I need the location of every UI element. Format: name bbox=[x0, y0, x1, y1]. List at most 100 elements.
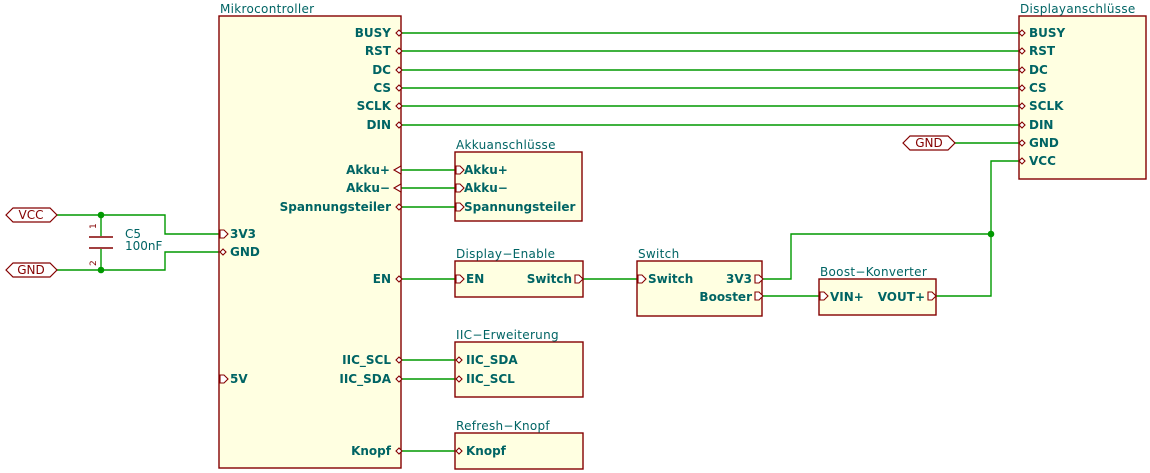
pin-marker bbox=[455, 202, 465, 212]
block-akkuanschluesse-body bbox=[454, 151, 583, 222]
pin-sclk: SCLK bbox=[357, 99, 392, 113]
pin-marker bbox=[392, 165, 402, 175]
pin-marker bbox=[1018, 29, 1026, 37]
akku-pin-plus: Akku+ bbox=[464, 163, 508, 177]
block-mikrocontroller: Mikrocontroller BUSY RST DC CS SCLK DIN … bbox=[218, 2, 403, 469]
power-flag-gnd-display: GND bbox=[902, 135, 956, 151]
pin-marker bbox=[1018, 121, 1026, 129]
capacitor-c5: 1 2 C5 100nF bbox=[89, 223, 163, 266]
block-switch-title: Switch bbox=[638, 247, 679, 261]
block-refresh-knopf-body bbox=[454, 432, 584, 470]
wire-display-vcc bbox=[936, 160, 1019, 297]
pin-din: DIN bbox=[367, 118, 391, 132]
pin-marker bbox=[395, 447, 403, 455]
block-mikrocontroller-body bbox=[218, 15, 402, 469]
pin-marker bbox=[455, 375, 463, 383]
pin-rst: RST bbox=[365, 44, 392, 58]
junction-dot bbox=[97, 266, 105, 274]
block-akkuanschluesse-title: Akkuanschlüsse bbox=[456, 138, 556, 152]
pin-marker bbox=[395, 84, 403, 92]
wires bbox=[57, 32, 1019, 452]
capacitor-ref: C5 bbox=[125, 227, 141, 241]
block-mikrocontroller-title: Mikrocontroller bbox=[220, 2, 314, 16]
pin-marker bbox=[395, 121, 403, 129]
pin-marker bbox=[754, 274, 764, 284]
capacitor-value: 100nF bbox=[125, 239, 163, 253]
pin-marker bbox=[455, 447, 463, 455]
block-displayanschluesse-body bbox=[1018, 15, 1147, 180]
block-displayanschluesse: Displayanschlüsse BUSY RST DC CS SCLK DI… bbox=[1018, 2, 1147, 180]
block-switch: Switch Switch 3V3 Booster bbox=[636, 247, 764, 317]
display-pin-cs: CS bbox=[1029, 81, 1047, 95]
power-flag-gnd-display-label: GND bbox=[915, 136, 943, 150]
pin-marker bbox=[455, 356, 463, 364]
pin-marker bbox=[395, 375, 403, 383]
akku-pin-minus: Akku− bbox=[464, 181, 508, 195]
pin-marker bbox=[1018, 84, 1026, 92]
pin-cs: CS bbox=[373, 81, 391, 95]
pin-marker bbox=[395, 66, 403, 74]
display-enable-pin-en: EN bbox=[466, 272, 484, 286]
pin-akku-minus: Akku− bbox=[346, 181, 390, 195]
display-enable-pin-switch: Switch bbox=[527, 272, 572, 286]
block-display-enable-body bbox=[454, 260, 584, 298]
pin-en: EN bbox=[373, 272, 391, 286]
pin-akku-plus: Akku+ bbox=[346, 163, 390, 177]
block-iic-erweiterung: IIC−Erweiterung IIC_SDA IIC_SCL bbox=[454, 328, 584, 398]
junction-dot bbox=[97, 211, 105, 219]
pin-marker bbox=[927, 291, 937, 301]
block-displayanschluesse-title: Displayanschlüsse bbox=[1020, 2, 1136, 16]
pin-marker bbox=[395, 356, 403, 364]
block-iic-erweiterung-title: IIC−Erweiterung bbox=[456, 328, 559, 342]
power-flag-vcc: VCC bbox=[5, 207, 58, 223]
block-refresh-knopf: Refresh−Knopf Knopf bbox=[454, 419, 584, 470]
display-pin-dc: DC bbox=[1029, 63, 1048, 77]
block-display-enable: Display−Enable EN Switch bbox=[454, 247, 584, 298]
block-refresh-knopf-title: Refresh−Knopf bbox=[456, 419, 550, 433]
pin-marker bbox=[455, 183, 465, 193]
power-flag-gnd: GND bbox=[5, 262, 58, 278]
pin-spannungsteiler: Spannungsteiler bbox=[280, 200, 391, 214]
pin-marker bbox=[219, 229, 229, 239]
power-flag-vcc-label: VCC bbox=[19, 208, 44, 222]
pin-marker bbox=[395, 29, 403, 37]
display-pin-vcc: VCC bbox=[1029, 154, 1056, 168]
pin-marker bbox=[395, 275, 403, 283]
pin-5v: 5V bbox=[230, 372, 248, 386]
display-pin-din: DIN bbox=[1029, 118, 1053, 132]
pin-marker bbox=[1018, 66, 1026, 74]
boost-pin-vout: VOUT+ bbox=[878, 290, 925, 304]
pin-marker bbox=[1018, 139, 1026, 147]
pin-marker bbox=[637, 274, 647, 284]
pin-marker bbox=[392, 183, 402, 193]
boost-pin-vin: VIN+ bbox=[830, 290, 864, 304]
block-iic-erweiterung-body bbox=[454, 341, 584, 398]
pin-iic-scl: IIC_SCL bbox=[342, 353, 391, 368]
pin-marker bbox=[395, 47, 403, 55]
iic-pin-scl: IIC_SCL bbox=[466, 372, 515, 387]
akku-pin-spannungsteiler: Spannungsteiler bbox=[464, 200, 575, 214]
display-pin-busy: BUSY bbox=[1029, 26, 1066, 40]
pin-busy: BUSY bbox=[355, 26, 392, 40]
pin-marker bbox=[395, 102, 403, 110]
block-boost-konverter-body bbox=[818, 278, 937, 316]
display-pin-sclk: SCLK bbox=[1029, 99, 1064, 113]
block-boost-konverter: Boost−Konverter VIN+ VOUT+ bbox=[818, 265, 937, 316]
junction-dot bbox=[987, 230, 995, 238]
display-pin-gnd: GND bbox=[1029, 136, 1059, 150]
pin-marker bbox=[1018, 102, 1026, 110]
pin-marker bbox=[219, 374, 229, 384]
pin-marker bbox=[754, 291, 764, 301]
capacitor-pin-2: 2 bbox=[89, 260, 99, 266]
block-akkuanschluesse: Akkuanschlüsse Akku+ Akku− Spannungsteil… bbox=[454, 138, 583, 222]
block-switch-body bbox=[636, 260, 763, 317]
wire-vcc bbox=[57, 214, 219, 235]
display-pin-rst: RST bbox=[1029, 44, 1056, 58]
pin-marker bbox=[219, 248, 227, 256]
switch-pin-booster: Booster bbox=[699, 290, 752, 304]
wire-3v3-net bbox=[762, 233, 991, 280]
refresh-pin-knopf: Knopf bbox=[466, 444, 507, 458]
iic-pin-sda: IIC_SDA bbox=[466, 353, 518, 368]
pin-knopf: Knopf bbox=[351, 444, 392, 458]
